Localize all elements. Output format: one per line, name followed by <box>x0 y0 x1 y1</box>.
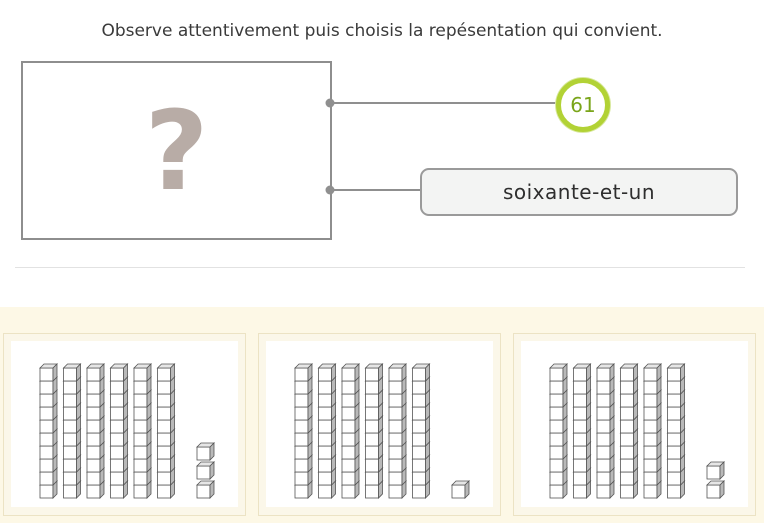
base-ten-blocks-3 <box>549 363 725 499</box>
connector-dot-words <box>325 185 335 195</box>
unit-cube-1 <box>451 480 470 499</box>
unit-cube-3 <box>196 442 215 461</box>
rod-unit <box>619 363 639 382</box>
rod-unit <box>86 363 105 382</box>
rod-unit <box>317 363 337 382</box>
ten-rod-5 <box>388 363 407 499</box>
ten-rod-2 <box>572 363 592 499</box>
answer-drop-zone[interactable]: ? <box>21 61 332 240</box>
ten-rod-6 <box>156 363 176 499</box>
ten-rod-1 <box>39 363 58 499</box>
ten-rod-2 <box>317 363 337 499</box>
rod-unit <box>596 363 615 382</box>
number-words-box: soixante-et-un <box>420 168 738 216</box>
choice-image-3 <box>521 341 748 507</box>
rod-unit <box>549 363 568 382</box>
rod-unit <box>666 428 686 447</box>
number-badge: 61 <box>556 78 610 132</box>
unit-cube-2 <box>196 461 215 480</box>
choice-image-1 <box>11 341 238 507</box>
unit-cube-2 <box>706 461 725 480</box>
rod-unit <box>39 363 58 382</box>
ten-rod-6 <box>411 363 431 499</box>
choice-card-1[interactable] <box>3 333 246 516</box>
ten-rod-4 <box>109 363 129 499</box>
ten-rod-1 <box>549 363 568 499</box>
question-mark-icon: ? <box>144 86 209 215</box>
rod-unit <box>411 363 431 382</box>
rod-unit <box>294 363 313 382</box>
rod-unit <box>133 363 152 382</box>
ten-rod-4 <box>619 363 639 499</box>
rod-unit <box>364 363 384 382</box>
rod-unit <box>643 363 662 382</box>
unit-cube-1 <box>706 480 725 499</box>
ten-rod-2 <box>62 363 82 499</box>
rod-unit <box>666 363 686 382</box>
rod-unit <box>109 363 129 382</box>
ten-rod-5 <box>643 363 662 499</box>
rod-unit <box>388 363 407 382</box>
instruction-text: Observe attentivement puis choisis la re… <box>101 21 663 41</box>
unit-cube-1 <box>196 480 215 499</box>
divider <box>15 267 745 268</box>
ten-rod-4 <box>364 363 384 499</box>
rod-unit <box>156 363 176 382</box>
choice-card-2[interactable] <box>258 333 501 516</box>
rod-unit <box>62 363 82 382</box>
base-ten-blocks-2 <box>294 363 470 499</box>
ten-rod-3 <box>596 363 615 499</box>
ten-rod-6 <box>666 363 686 499</box>
choice-card-3[interactable] <box>513 333 756 516</box>
rod-unit <box>341 363 360 382</box>
ten-rod-1 <box>294 363 313 499</box>
base-ten-blocks-1 <box>39 363 215 499</box>
ten-rod-3 <box>341 363 360 499</box>
ten-rod-3 <box>86 363 105 499</box>
rod-unit <box>572 363 592 382</box>
connector-dot-number <box>325 98 335 108</box>
choice-image-2 <box>266 341 493 507</box>
ten-rod-5 <box>133 363 152 499</box>
